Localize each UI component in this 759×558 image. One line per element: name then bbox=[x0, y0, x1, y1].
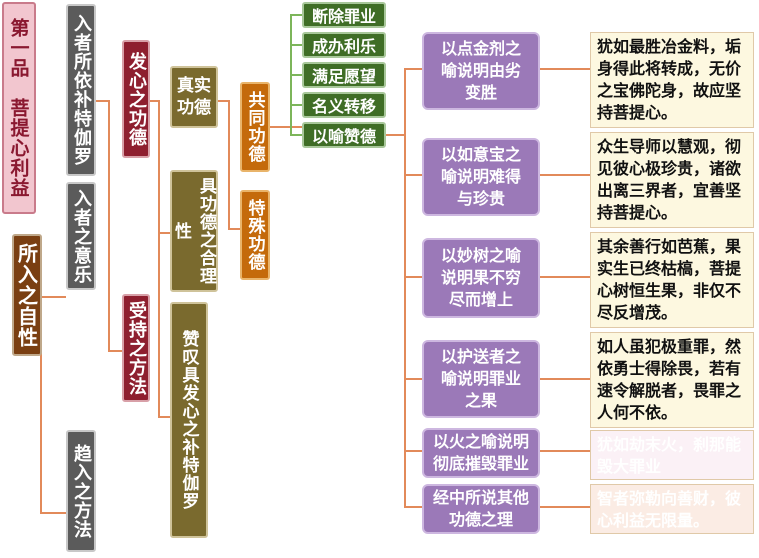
item-remove-sins: 断除罪业 bbox=[302, 2, 386, 28]
analogy-escort: 以护送者之喻说明罪业之果 bbox=[422, 340, 540, 418]
connector bbox=[404, 68, 406, 506]
connector bbox=[108, 100, 110, 352]
connector bbox=[404, 450, 422, 452]
connector bbox=[150, 100, 160, 102]
verse-escort: 如人虽犯极重罪，然依勇士得除畏，若有速令解脱者，畏罪之人何不依。 bbox=[590, 332, 754, 428]
item-praise-by-analogy: 以喻赞德 bbox=[302, 122, 386, 148]
verse-fire: 犹如劫末火，刹那能毁大罪业 bbox=[590, 430, 754, 480]
connector bbox=[404, 276, 422, 278]
item-name-change: 名义转移 bbox=[302, 92, 386, 118]
node-upholding: 受持之方法 bbox=[122, 294, 150, 402]
connector bbox=[228, 100, 230, 230]
node-method: 趋入之方法 bbox=[66, 430, 96, 552]
node-real-merits-label: 真实功德 bbox=[177, 76, 211, 118]
connector bbox=[40, 512, 66, 514]
connector bbox=[40, 294, 42, 514]
connector bbox=[540, 378, 590, 380]
node-common-merits: 共同功德 bbox=[240, 82, 270, 172]
connector bbox=[218, 100, 230, 102]
connector bbox=[158, 232, 170, 234]
node-special-merits: 特殊功德 bbox=[240, 190, 270, 280]
node-real-merits: 真实功德 bbox=[170, 66, 218, 128]
connector bbox=[404, 378, 422, 380]
analogy-fire: 以火之喻说明彻底摧毁罪业 bbox=[422, 428, 540, 478]
verse-wish-jewel: 众生导师以慧观，彻见彼心极珍贵，诸欲出离三界者，宜善坚持菩提心。 bbox=[590, 132, 754, 228]
analogy-alchemy: 以点金剂之喻说明由劣变胜 bbox=[422, 32, 540, 110]
bracket-line bbox=[290, 14, 302, 16]
connector bbox=[540, 450, 590, 452]
connector bbox=[158, 100, 160, 418]
item-fulfill-wishes: 满足愿望 bbox=[302, 62, 386, 88]
analogy-wish-jewel: 以如意宝之喻说明难得与珍贵 bbox=[422, 138, 540, 216]
node-intention: 入者之意乐 bbox=[66, 182, 96, 290]
connector bbox=[404, 68, 422, 70]
node-reasonableness: 具功德之合理性 bbox=[170, 170, 218, 292]
connector bbox=[404, 174, 422, 176]
bracket-line bbox=[290, 134, 302, 136]
bracket-line bbox=[290, 74, 302, 76]
verse-alchemy: 犹如最胜冶金料，垢身得此将转成，无价之宝佛陀身，故应坚持菩提心。 bbox=[590, 32, 754, 128]
connector bbox=[40, 296, 66, 298]
connector bbox=[540, 174, 590, 176]
verse-tree: 其余善行如芭蕉，果实生已终枯槁，菩提心树恒生果，非仅不尽反增茂。 bbox=[590, 232, 754, 328]
connector bbox=[540, 276, 590, 278]
node-praise: 赞叹具发心之补特伽罗 bbox=[170, 302, 208, 538]
connector bbox=[540, 506, 590, 508]
bracket-line bbox=[290, 104, 302, 106]
connector bbox=[540, 68, 590, 70]
bracket-line bbox=[290, 44, 302, 46]
connector bbox=[108, 350, 122, 352]
connector bbox=[96, 100, 110, 102]
node-merits: 发心之功德 bbox=[122, 40, 150, 158]
analogy-tree: 以妙树之喻说明果不穷尽而增上 bbox=[422, 238, 540, 318]
verse-sutra: 智者弥勒向善财，彼心利益无限量。 bbox=[590, 484, 754, 534]
item-benefit: 成办利乐 bbox=[302, 32, 386, 58]
connector bbox=[386, 134, 406, 136]
chapter-title-box: 第一品 菩提心利益 bbox=[2, 2, 36, 214]
connector bbox=[270, 126, 302, 128]
connector bbox=[158, 416, 170, 418]
connector bbox=[228, 228, 240, 230]
connector bbox=[404, 506, 422, 508]
node-person: 入者所依补特伽罗 bbox=[66, 4, 96, 176]
analogy-sutra: 经中所说其他功德之理 bbox=[422, 484, 540, 534]
root-node: 所入之自性 bbox=[12, 234, 42, 356]
